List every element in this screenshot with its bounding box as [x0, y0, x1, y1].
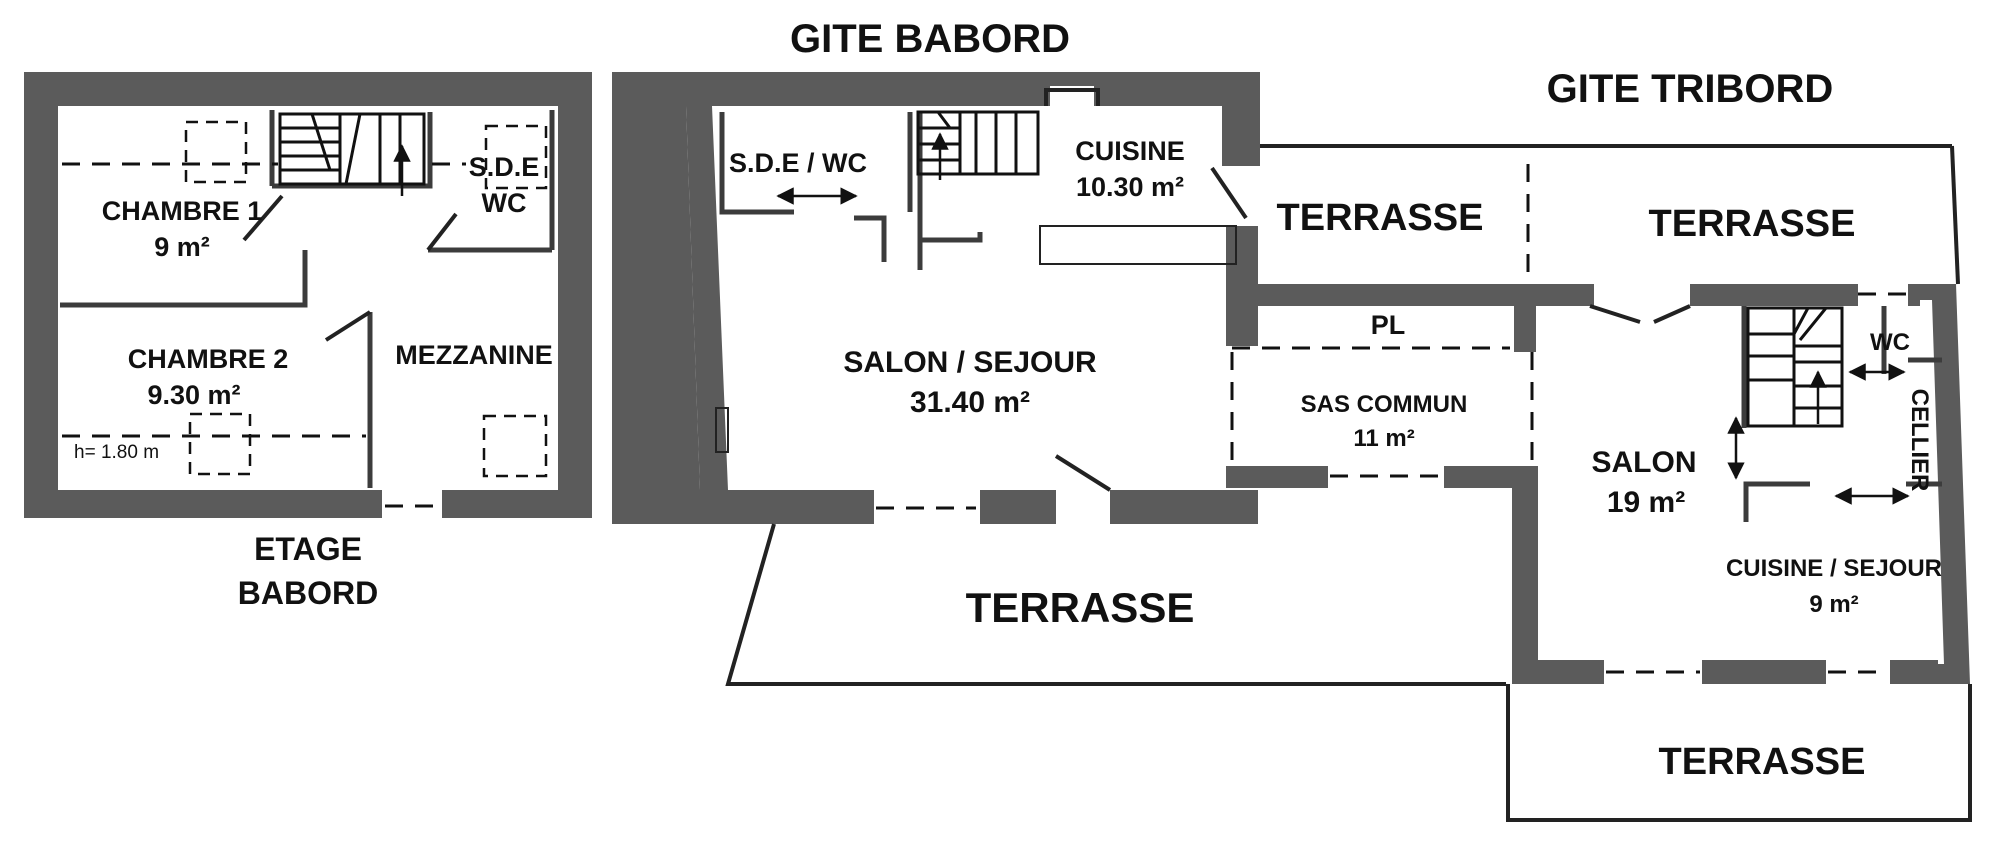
sas-area: 11 m²: [1353, 425, 1414, 452]
babord-terrasse-right-label: TERRASSE: [1277, 197, 1484, 239]
tribord-door-right: [1653, 304, 1691, 324]
commun-wall-right: [1514, 290, 1536, 352]
tribord-terrasse-bottom-label: TERRASSE: [1659, 741, 1866, 783]
babord-wall-right: [1226, 226, 1258, 346]
tribord-wc-label: WC: [1870, 329, 1910, 356]
babord-front-door: [1054, 454, 1112, 492]
chambre1-label: CHAMBRE 1: [102, 196, 263, 226]
babord-alcove: [715, 407, 729, 453]
sas-label: SAS COMMUN: [1301, 391, 1468, 418]
etage-sde-label: S.D.E: [469, 152, 540, 182]
babord-wall-bottom-1: [612, 490, 874, 524]
babord-wall-left: [612, 72, 728, 490]
etage-wall-top: [24, 72, 592, 106]
babord-cuisine-label: CUISINE: [1075, 136, 1185, 166]
babord-stair-bottom: [920, 232, 983, 243]
etage-title-line2: BABORD: [238, 575, 378, 611]
gite-babord-title: GITE BABORD: [790, 17, 1070, 61]
babord-wall-bottom-2: [980, 490, 1056, 524]
babord-stairs: [916, 110, 1040, 180]
etage-title-line1: ETAGE: [254, 531, 362, 567]
chambre1-partition: [60, 250, 308, 308]
etage-wall-bottom-right: [442, 490, 592, 518]
stair-enclosure-bottom: [272, 112, 433, 189]
tribord-wall-bottom-1: [1512, 660, 1604, 684]
tribord-wall-bottom-3: [1890, 660, 1938, 684]
door-swing-chambre2: [324, 310, 372, 342]
tribord-wall-top-3: [1908, 284, 1920, 306]
chambre2-label: CHAMBRE 2: [128, 344, 289, 374]
gite-tribord-plan: TERRASSE WC CELLIER SALON 19 m² CUISINE …: [1506, 145, 1972, 822]
velux-sde: [484, 124, 548, 190]
velux-mezzanine: [482, 414, 548, 478]
door-swing-sde: [426, 212, 458, 252]
tribord-roof-right: [1950, 145, 1960, 285]
tribord-cuisine-area: 9 m²: [1809, 591, 1858, 618]
babord-sde-wall: [719, 112, 794, 215]
tribord-door-left: [1589, 304, 1641, 324]
tribord-salon-label: SALON: [1592, 446, 1697, 479]
chambre2-area: 9.30 m²: [147, 380, 240, 410]
gite-tribord-title: GITE TRIBORD: [1547, 67, 1834, 111]
tribord-salon-area: 19 m²: [1607, 486, 1685, 519]
tribord-wall-top-1: [1536, 284, 1590, 306]
tribord-wall-left: [1512, 466, 1538, 684]
pl-label: PL: [1371, 310, 1406, 340]
babord-cuisine-door: [1210, 166, 1248, 220]
babord-cuisine-area: 10.30 m²: [1076, 172, 1184, 202]
commun-wall-bottom-left: [1226, 466, 1328, 488]
etage-stairs: [278, 112, 426, 196]
tribord-stairs: [1741, 306, 1844, 428]
chambre1-area: 9 m²: [154, 232, 210, 262]
velux-chambre2: [188, 412, 252, 476]
door-swing-chambre1: [242, 194, 284, 242]
velux-chambre1: [184, 120, 248, 184]
babord-wall-right-upper: [1222, 72, 1260, 166]
tribord-cuisine-label: CUISINE / SEJOUR: [1726, 555, 1942, 582]
height-note: h= 1.80 m: [74, 442, 159, 463]
etage-wall-bottom-left: [24, 490, 382, 518]
tribord-terrasse-top-label: TERRASSE: [1649, 203, 1856, 245]
tribord-terrasse-outline: [1506, 684, 1972, 822]
babord-wall-left-outer: [612, 106, 700, 524]
commun-wall-top: [1258, 284, 1594, 306]
babord-salon-label: SALON / SEJOUR: [843, 346, 1097, 379]
babord-sde-wc-label: S.D.E / WC: [729, 148, 867, 178]
etage-babord-plan: CHAMBRE 1 9 m² CHAMBRE 2 9.30 m² S.D.E W…: [24, 72, 592, 518]
tribord-cellier-label: CELLIER: [1906, 389, 1933, 492]
etage-wall-right: [558, 72, 592, 518]
etage-wall-left: [24, 72, 58, 518]
tribord-wall-bottom-2: [1702, 660, 1826, 684]
commun-plan: TERRASSE PL SAS COMMUN 11 m²: [1226, 144, 1952, 488]
tribord-wall-right: [1920, 284, 1970, 684]
mezzanine-label: MEZZANINE: [395, 340, 553, 370]
etage-wc-label: WC: [482, 188, 527, 218]
babord-salon-area: 31.40 m²: [910, 386, 1030, 419]
gite-babord-plan: S.D.E / WC CUISINE 10.30 m² SALON / SEJO…: [612, 72, 1506, 686]
babord-wall-bottom-3: [1110, 490, 1258, 524]
babord-terrasse-outline: [725, 523, 1506, 686]
babord-terrasse-front-label: TERRASSE: [966, 584, 1195, 631]
tribord-wall-top-2: [1690, 284, 1858, 306]
kitchen-counter: [1039, 225, 1237, 265]
tribord-kitchen-partition: [1743, 481, 1810, 522]
babord-partition-mid: [854, 215, 887, 262]
